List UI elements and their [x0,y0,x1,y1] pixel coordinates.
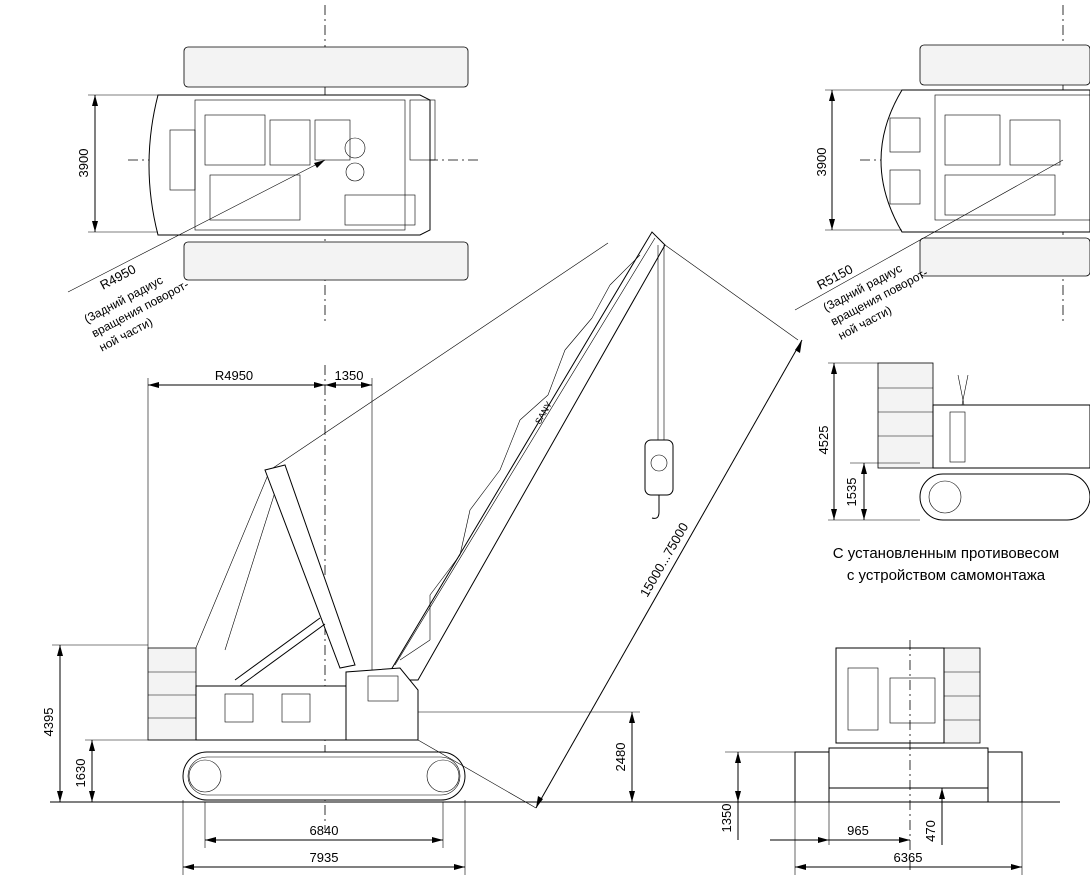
main-height-counterweight: 4395 [41,708,56,737]
main-boom-length: 15000...75000 [637,520,692,600]
front-view: 1350 965 470 6365 [719,640,1023,875]
front-track-width: 965 [847,823,869,838]
front-ground-clearance: 1350 [719,804,734,833]
side-small-lower-dim: 1535 [844,478,859,507]
main-side-view: R4950 1350 SANY [41,231,1060,875]
front-overall-width: 6365 [894,850,923,865]
side-view-small: 4525 1535 С установленным противовесом с… [816,362,1090,584]
top-view-left: 3900 R4950 (Задний радиус вращения повор… [67,5,478,354]
main-height-cab: 2480 [613,743,628,772]
side-small-height-dim: 4525 [816,426,831,455]
top-view-right: 3900 R5150 (Задний радиус вращения повор… [794,5,1090,343]
main-offset: 1350 [335,368,364,383]
main-overall-length: 7935 [310,850,339,865]
front-bottom-clearance: 470 [923,820,938,842]
main-height-track: 1630 [73,759,88,788]
top-right-width-dim: 3900 [814,148,829,177]
main-track-length: 6840 [310,823,339,838]
side-small-caption-2: с устройством самомонтажа [847,567,1046,584]
main-tail-radius: R4950 [215,368,253,383]
side-small-caption-1: С установленным противовесом [833,545,1059,562]
top-left-width-dim: 3900 [76,149,91,178]
